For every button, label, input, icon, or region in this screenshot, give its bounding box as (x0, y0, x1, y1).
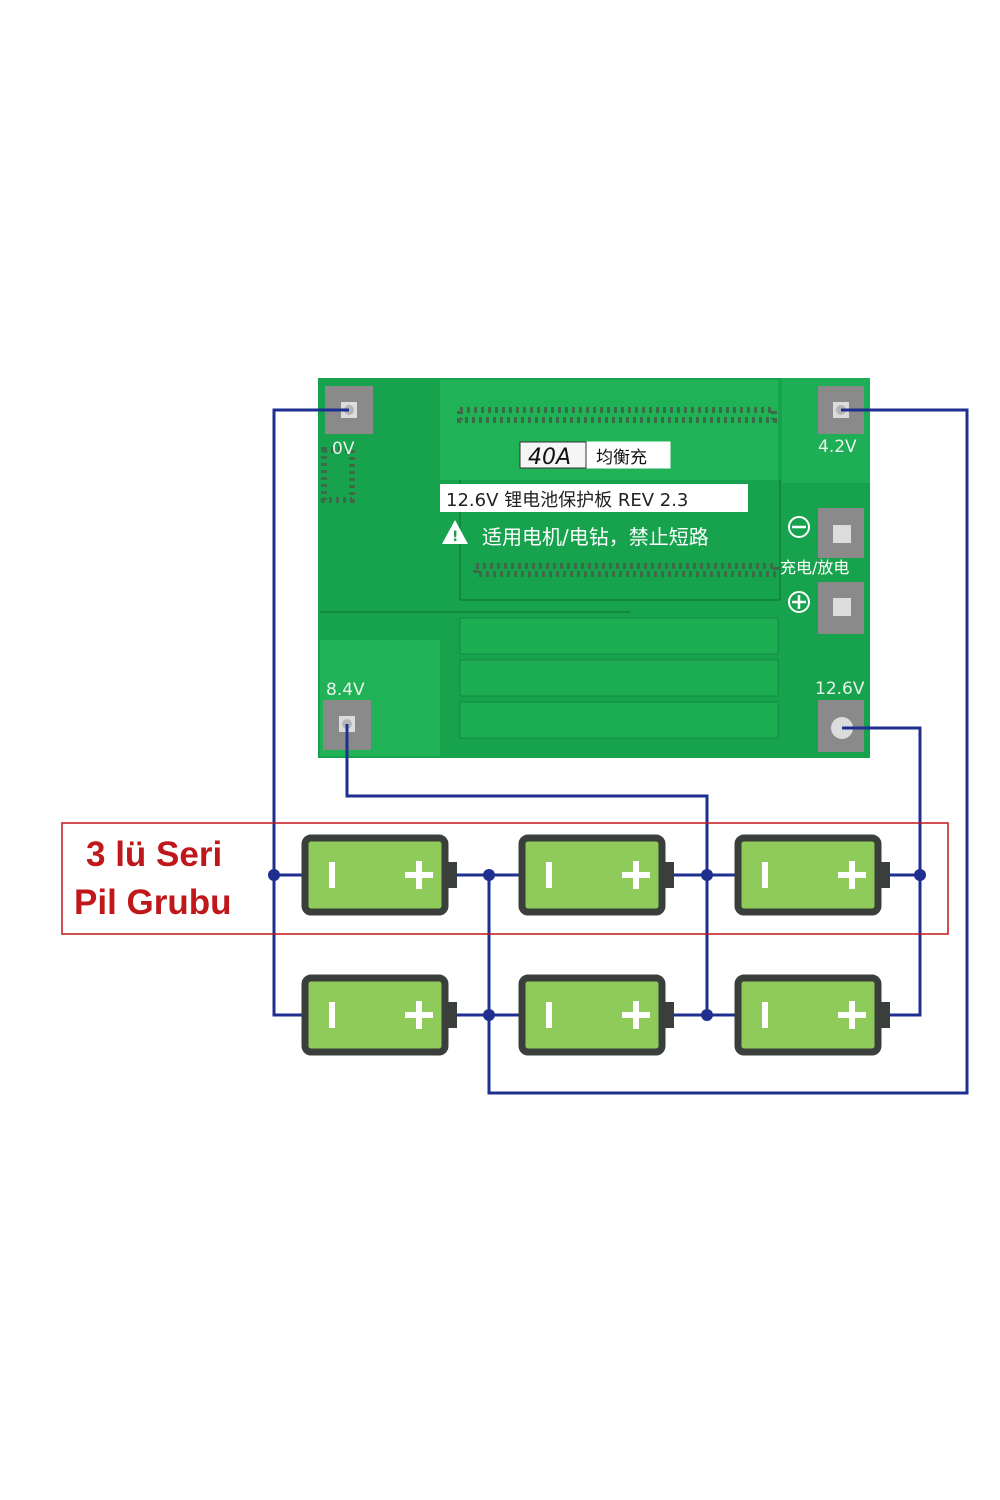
pad-12v6 (818, 700, 864, 752)
junction-dot (268, 869, 280, 881)
pcb-trace-2 (459, 659, 779, 697)
label-8v4: 8.4V (326, 680, 365, 700)
battery-minus-icon (546, 862, 552, 888)
battery-terminal-cap (664, 1002, 674, 1028)
pad-plus (818, 582, 864, 634)
wire-8v4 (345, 724, 709, 1015)
battery-body (301, 834, 449, 916)
wire-junctions (268, 869, 926, 1021)
battery-plus-icon (416, 1001, 422, 1029)
plus-circle-icon (788, 591, 810, 613)
battery-body (734, 834, 882, 916)
battery-body (734, 974, 882, 1056)
battery-terminal-cap (880, 1002, 890, 1028)
battery-plus-icon (633, 861, 639, 889)
battery-body (518, 834, 666, 916)
battery-terminal-cap (880, 862, 890, 888)
pcb-trace-3 (459, 701, 779, 739)
battery-minus-icon (546, 1002, 552, 1028)
smd-pads-row (321, 407, 779, 577)
junction-dot (483, 869, 495, 881)
battery-cell (734, 974, 890, 1056)
battery-body (518, 974, 666, 1056)
battery-terminal-cap (664, 862, 674, 888)
wire-0v (272, 408, 349, 1017)
minus-circle-icon (788, 516, 810, 538)
battery-minus-icon (762, 1002, 768, 1028)
series-group-label-line2: Pil Grubu (74, 883, 232, 922)
battery-plus-icon (849, 861, 855, 889)
battery-cell (301, 834, 457, 916)
junction-dot (701, 1009, 713, 1021)
battery-minus-icon (329, 862, 335, 888)
battery-minus-icon (329, 1002, 335, 1028)
battery-plus-icon (633, 1001, 639, 1029)
current-rating-badge: 40A 均衡充 (519, 441, 671, 470)
current-rating: 40A (528, 445, 571, 470)
balance-charge-text: 均衡充 (596, 448, 647, 468)
label-12v6: 12.6V (815, 679, 865, 699)
battery-terminal-cap (447, 1002, 457, 1028)
battery-plus-icon (849, 1001, 855, 1029)
junction-dot (914, 869, 926, 881)
battery-minus-icon (762, 862, 768, 888)
series-group-frame (61, 822, 949, 935)
junction-dot (701, 869, 713, 881)
warning-text: 适用电机/电钻，禁止短路 (482, 525, 709, 549)
pad-minus (818, 508, 864, 558)
battery-cell (734, 834, 890, 916)
warning-icon (442, 520, 468, 544)
battery-cell (518, 974, 674, 1056)
bms-board: 0V 4.2V 8.4V 12.6V 40A 均衡充 12.6V 锂电池保护板 … (318, 378, 870, 758)
battery-cell (518, 834, 674, 916)
pcb-trace-1 (459, 617, 779, 655)
board-title-box: 12.6V 锂电池保护板 REV 2.3 (440, 484, 748, 512)
battery-body (301, 974, 449, 1056)
charge-discharge-label: 充电/放电 (780, 558, 849, 577)
battery-plus-icon (416, 861, 422, 889)
battery-cell (301, 974, 457, 1056)
board-title: 12.6V 锂电池保护板 REV 2.3 (446, 490, 688, 511)
svg-text:!: ! (452, 529, 458, 545)
label-0v: 0V (332, 439, 355, 459)
warning-line: ! 适用电机/电钻，禁止短路 (442, 520, 709, 549)
battery-terminal-cap (447, 862, 457, 888)
battery-layer (301, 834, 890, 1056)
junction-dot (483, 1009, 495, 1021)
series-group-label-line1: 3 lü Seri (86, 835, 222, 874)
label-4v2: 4.2V (818, 437, 857, 457)
